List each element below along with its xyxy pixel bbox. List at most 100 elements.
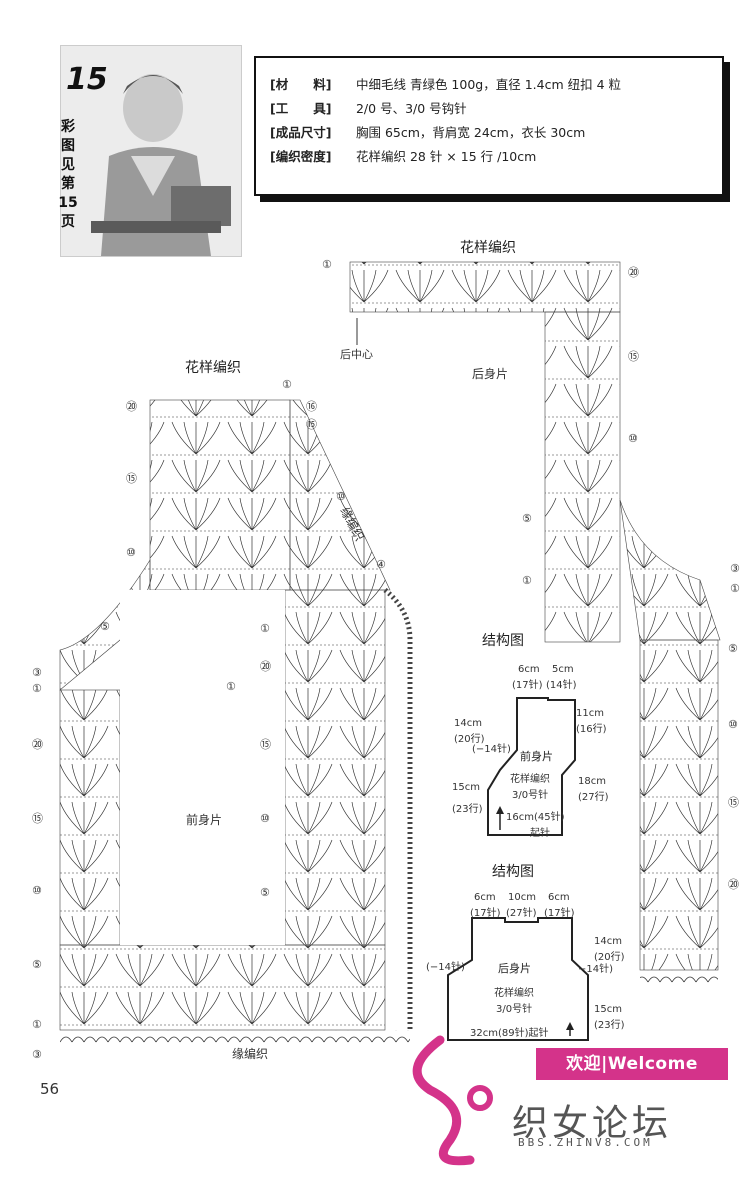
row-marker: ⑩ bbox=[336, 490, 346, 503]
back-schematic-outline bbox=[447, 917, 589, 1041]
row-marker: ⑩ bbox=[728, 718, 738, 731]
row-marker: ⑩ bbox=[32, 884, 42, 897]
baby-photo bbox=[60, 45, 242, 257]
row-marker: ⑳ bbox=[32, 738, 43, 751]
dim-label: (−14针) bbox=[426, 960, 465, 973]
edge-label-bottom: 缘编织 bbox=[232, 1046, 268, 1061]
front-neck-stitches bbox=[289, 399, 391, 591]
front-strap-stitches bbox=[149, 399, 291, 591]
back-yoke-stitches bbox=[349, 261, 621, 313]
spec-label: [编织密度] bbox=[270, 149, 332, 164]
forum-name: 织女论坛 bbox=[512, 1103, 673, 1144]
dim-label: (17针) bbox=[544, 906, 575, 919]
row-marker: ⑯ bbox=[306, 400, 317, 413]
back-bottom-edge bbox=[640, 970, 718, 984]
front-schematic-outline bbox=[487, 697, 576, 836]
row-marker: ⑮ bbox=[628, 350, 639, 363]
row-marker: ⑳ bbox=[126, 400, 137, 413]
forum-logo-swirl bbox=[412, 1035, 475, 1166]
dim-label: (−14针) bbox=[472, 742, 511, 755]
back-armhole-stitches bbox=[619, 499, 721, 641]
schematic-piece-label: 后身片 bbox=[498, 961, 531, 975]
row-marker: ③ bbox=[32, 666, 42, 679]
dim-label: 14cm bbox=[594, 936, 622, 947]
row-marker: ⑩ bbox=[260, 812, 270, 825]
row-marker: ⑤ bbox=[260, 886, 270, 899]
dim-label: (20行) bbox=[454, 732, 485, 745]
schematic-hook-label: 3/0号针 bbox=[512, 788, 548, 801]
dim-label: 15cm bbox=[594, 1004, 622, 1015]
dim-label: (23行) bbox=[594, 1018, 625, 1031]
row-marker: ① bbox=[322, 258, 332, 271]
row-marker: ⑤ bbox=[32, 958, 42, 971]
schematic-hook-label: 3/0号针 bbox=[496, 1002, 532, 1015]
dim-label: (16行) bbox=[576, 722, 607, 735]
back-side-stitches bbox=[544, 311, 621, 643]
page-number: 56 bbox=[40, 1080, 60, 1098]
spec-row-tools: [工 具] 2/0 号、3/0 号钩针 bbox=[270, 98, 467, 117]
row-marker: ③ bbox=[32, 1048, 42, 1061]
front-edge-border bbox=[383, 588, 413, 1030]
dim-label: 起针 bbox=[530, 826, 550, 839]
dim-label: (23行) bbox=[452, 802, 483, 815]
row-marker: ⑤ bbox=[522, 512, 532, 525]
dim-label: 6cm bbox=[474, 892, 496, 903]
row-marker: ⑩ bbox=[126, 546, 136, 559]
spec-value: 中细毛线 青绿色 100g，直径 1.4cm 纽扣 4 粒 bbox=[355, 77, 621, 92]
front-left-stitches bbox=[59, 689, 121, 946]
spec-row-materials: [材 料] 中细毛线 青绿色 100g，直径 1.4cm 纽扣 4 粒 bbox=[270, 74, 621, 93]
row-marker: ⑳ bbox=[628, 266, 639, 279]
row-marker: ④ bbox=[376, 558, 386, 571]
materials-info-box: [材 料] 中细毛线 青绿色 100g，直径 1.4cm 纽扣 4 粒 [工 具… bbox=[254, 56, 724, 196]
row-marker: ⑮ bbox=[728, 796, 739, 809]
schematic-piece-label: 前身片 bbox=[520, 749, 553, 763]
row-marker: ⑤ bbox=[100, 620, 110, 633]
dim-label: (14针) bbox=[546, 678, 577, 691]
row-marker: ① bbox=[260, 622, 270, 635]
spec-label: [工 具] bbox=[270, 101, 332, 116]
front-opening bbox=[120, 590, 285, 945]
front-piece-label: 前身片 bbox=[186, 812, 222, 827]
front-schematic-title: 结构图 bbox=[482, 633, 524, 649]
row-marker: ⑳ bbox=[728, 878, 739, 891]
dim-label: −14针) bbox=[578, 962, 613, 975]
welcome-banner: 欢迎|Welcome bbox=[536, 1048, 728, 1080]
dim-label: (27行) bbox=[578, 790, 609, 803]
row-marker: ① bbox=[522, 574, 532, 587]
row-marker: ① bbox=[282, 378, 292, 391]
dim-label: (17针) bbox=[470, 906, 501, 919]
row-marker: ⑳ bbox=[260, 660, 271, 673]
spec-value: 2/0 号、3/0 号钩针 bbox=[355, 101, 467, 116]
pattern-number: 15 bbox=[66, 62, 108, 97]
spec-row-size: [成品尺寸] 胸围 65cm，背肩宽 24cm，衣长 30cm bbox=[270, 122, 585, 141]
back-lower-stitches bbox=[639, 639, 719, 971]
spec-value: 胸围 65cm，背肩宽 24cm，衣长 30cm bbox=[355, 125, 586, 140]
dim-label: 6cm bbox=[548, 892, 570, 903]
dim-label: 16cm(45针) bbox=[506, 810, 565, 823]
front-right-stitches bbox=[284, 589, 386, 946]
row-marker: ③ bbox=[730, 562, 740, 575]
front-bottom-stitches bbox=[59, 944, 386, 1031]
schematic-stitch-label: 花样编织 bbox=[494, 986, 534, 999]
baby-photo-illustration bbox=[61, 46, 241, 256]
row-marker: ⑮ bbox=[306, 418, 317, 431]
spec-label: [材 料] bbox=[270, 77, 332, 92]
row-marker: ① bbox=[32, 1018, 42, 1031]
spec-row-gauge: [编织密度] 花样编织 28 针 × 15 行 /10cm bbox=[270, 146, 536, 165]
dim-label: 10cm bbox=[508, 892, 536, 903]
row-marker: ⑤ bbox=[728, 642, 738, 655]
forum-logo-dot bbox=[467, 1085, 493, 1111]
dim-label: (17针) bbox=[512, 678, 543, 691]
schematic-stitch-label: 花样编织 bbox=[510, 772, 550, 785]
dim-label: 5cm bbox=[552, 664, 574, 675]
dim-label: 14cm bbox=[454, 718, 482, 729]
dim-label: 18cm bbox=[578, 776, 606, 787]
back-chart-title: 花样编织 bbox=[460, 240, 516, 256]
row-marker: ① bbox=[730, 582, 740, 595]
back-schematic-title: 结构图 bbox=[492, 864, 534, 880]
dim-label: 32cm(89针)起针 bbox=[470, 1026, 549, 1039]
row-marker: ⑮ bbox=[32, 812, 43, 825]
row-marker: ① bbox=[226, 680, 236, 693]
back-center-label: 后中心 bbox=[340, 348, 373, 361]
